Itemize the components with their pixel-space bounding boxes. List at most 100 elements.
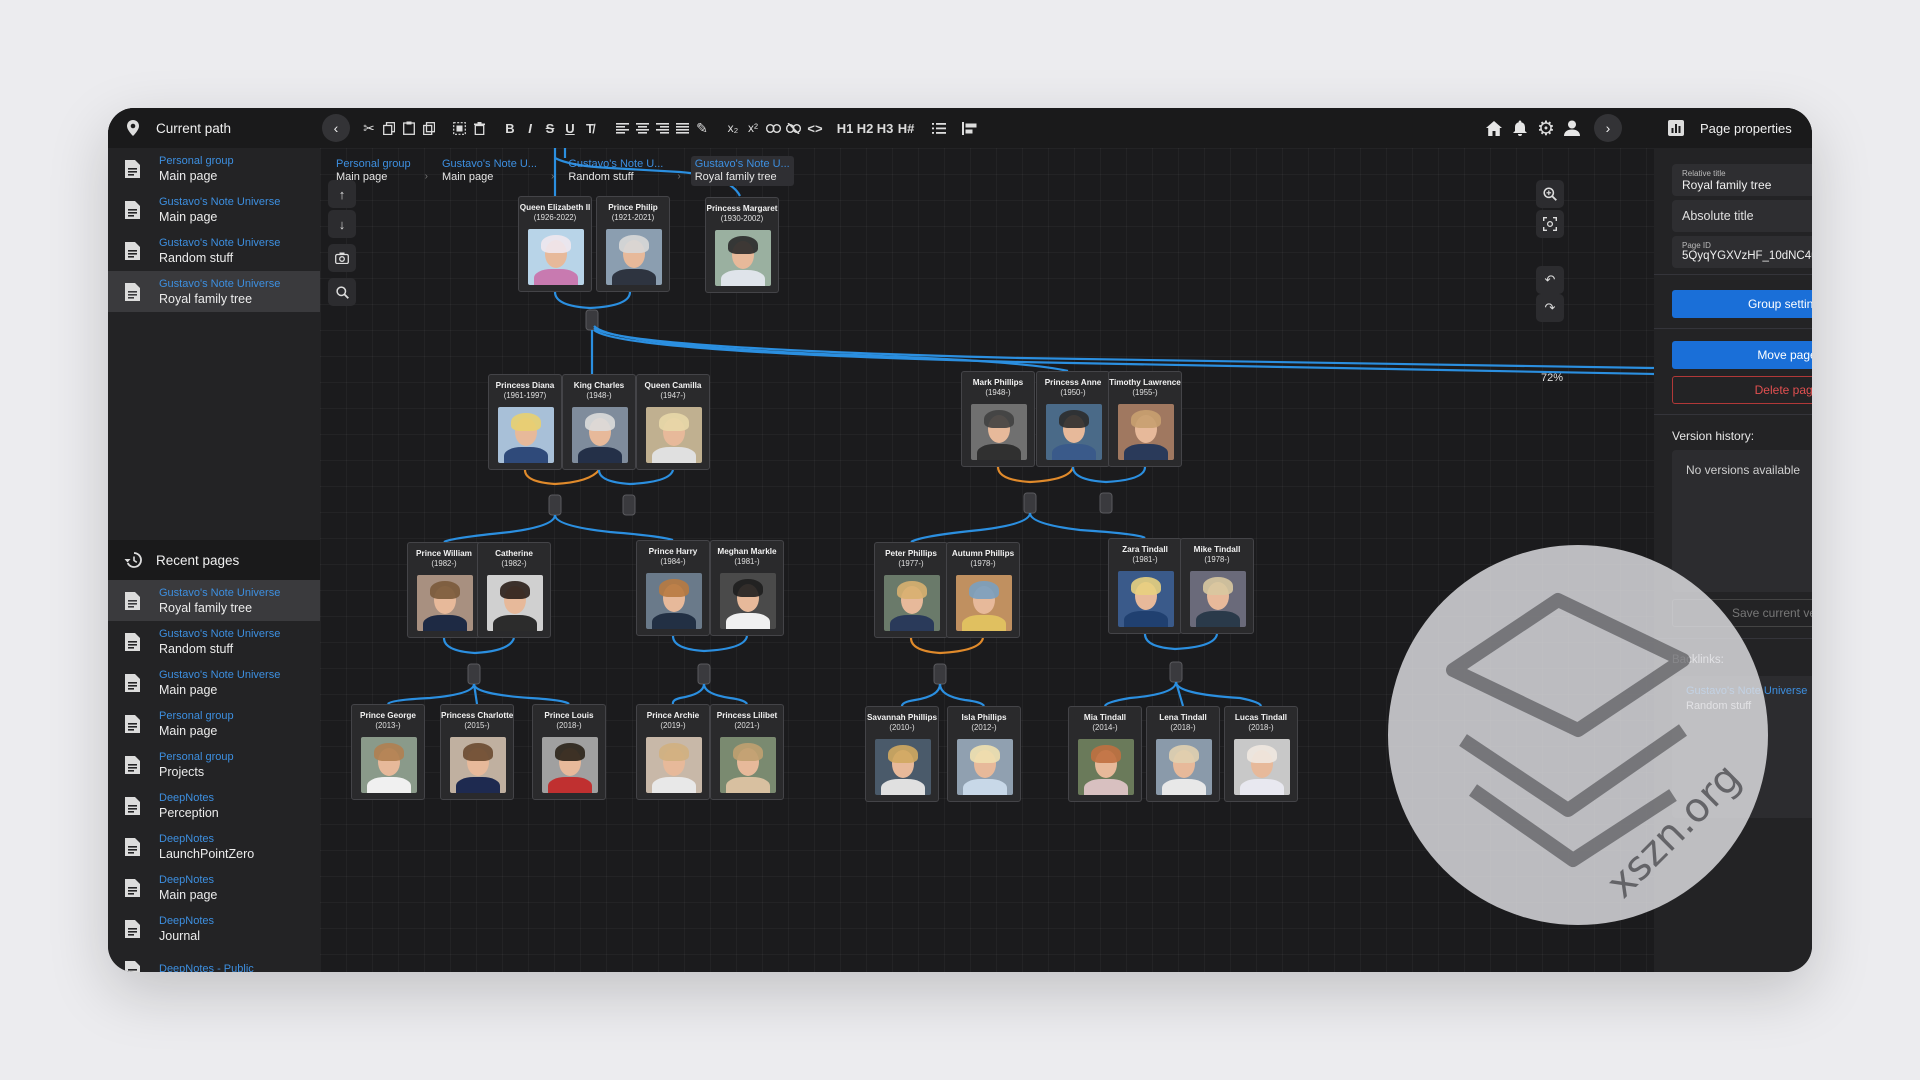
zoom-in-button[interactable] — [1536, 180, 1564, 208]
couple-node[interactable] — [548, 494, 562, 516]
page-id-field[interactable]: Page ID 5QyqYGXVzHF_10dNC4uux — [1672, 236, 1812, 268]
breadcrumb-item-current[interactable]: Gustavo's Note U...Royal family tree — [690, 156, 794, 186]
couple-node[interactable] — [1099, 492, 1113, 514]
couple-node[interactable] — [622, 494, 636, 516]
heading1-button[interactable]: H1 — [836, 116, 854, 140]
person-card[interactable]: Lena Tindall(2018-) — [1146, 706, 1220, 802]
person-card[interactable]: Queen Elizabeth II(1926-2022) — [518, 196, 592, 292]
superscript-button[interactable]: x² — [744, 116, 762, 140]
person-card[interactable]: Prince Archie(2019-) — [636, 704, 710, 800]
couple-node[interactable] — [1023, 492, 1037, 514]
account-button[interactable] — [1562, 116, 1582, 140]
heading-custom-button[interactable]: H# — [896, 116, 916, 140]
select-all-button[interactable] — [450, 116, 468, 140]
heading2-button[interactable]: H2 — [856, 116, 874, 140]
couple-node[interactable] — [467, 663, 481, 685]
collapse-right-button[interactable]: › — [1594, 114, 1622, 142]
person-card[interactable]: Princess Margaret(1930-2002) — [705, 197, 779, 293]
person-card[interactable]: Prince William(1982-) — [407, 542, 481, 638]
move-page-button[interactable]: Move page — [1672, 341, 1812, 369]
home-button[interactable] — [1484, 116, 1504, 140]
relative-title-field[interactable]: Relative title Royal family tree — [1672, 164, 1812, 196]
person-card[interactable]: King Charles(1948-) — [562, 374, 636, 470]
link-button[interactable] — [764, 116, 782, 140]
couple-node[interactable] — [933, 663, 947, 685]
person-card[interactable]: Lucas Tindall(2018-) — [1224, 706, 1298, 802]
save-version-button[interactable]: Save current version — [1672, 599, 1812, 627]
underline-button[interactable]: U — [562, 116, 578, 140]
duplicate-button[interactable] — [420, 116, 438, 140]
couple-node[interactable] — [697, 663, 711, 685]
breadcrumb-item[interactable]: Gustavo's Note U...Main page — [438, 156, 541, 186]
redo-button[interactable]: ↷ — [1536, 294, 1564, 322]
collapse-left-button[interactable]: ‹ — [322, 114, 350, 142]
person-card[interactable]: Zara Tindall(1981-) — [1108, 538, 1182, 634]
delete-button[interactable] — [470, 116, 488, 140]
person-card[interactable]: Savannah Phillips(2010-) — [865, 706, 939, 802]
person-card[interactable]: Meghan Markle(1981-) — [710, 540, 784, 636]
italic-button[interactable]: I — [522, 116, 538, 140]
bullet-list-button[interactable] — [930, 116, 948, 140]
align-left-button[interactable] — [614, 116, 630, 140]
person-card[interactable]: Mike Tindall(1978-) — [1180, 538, 1254, 634]
undo-button[interactable]: ↶ — [1536, 266, 1564, 294]
align-center-button[interactable] — [634, 116, 650, 140]
subscript-button[interactable]: x₂ — [724, 116, 742, 140]
fit-screen-button[interactable] — [1536, 210, 1564, 238]
align-right-button[interactable] — [654, 116, 670, 140]
heading3-button[interactable]: H3 — [876, 116, 894, 140]
settings-button[interactable]: ⚙ — [1536, 116, 1556, 140]
person-card[interactable]: Peter Phillips(1977-) — [874, 542, 948, 638]
move-up-button[interactable]: ↑ — [328, 180, 356, 208]
group-settings-button[interactable]: Group settings — [1672, 290, 1812, 318]
notifications-button[interactable] — [1510, 116, 1530, 140]
person-card[interactable]: Prince Louis(2018-) — [532, 704, 606, 800]
person-card[interactable]: Catherine(1982-) — [477, 542, 551, 638]
person-card[interactable]: Mia Tindall(2014-) — [1068, 706, 1142, 802]
person-card[interactable]: Isla Phillips(2012-) — [947, 706, 1021, 802]
strikethrough-button[interactable]: S — [542, 116, 558, 140]
person-card[interactable]: Autumn Phillips(1978-) — [946, 542, 1020, 638]
person-card[interactable]: Mark Phillips(1948-) — [961, 371, 1035, 467]
highlight-button[interactable]: ✎ — [694, 116, 710, 140]
screenshot-button[interactable] — [328, 244, 356, 272]
couple-node[interactable] — [1169, 661, 1183, 683]
person-card[interactable]: Timothy Lawrence(1955-) — [1108, 371, 1182, 467]
move-down-button[interactable]: ↓ — [328, 210, 356, 238]
code-button[interactable]: <> — [806, 116, 824, 140]
person-card[interactable]: Prince Philip(1921-2021) — [596, 196, 670, 292]
person-card[interactable]: Prince Harry(1984-) — [636, 540, 710, 636]
copy-button[interactable] — [380, 116, 398, 140]
align-objects-button[interactable] — [960, 116, 978, 140]
person-card[interactable]: Prince George(2013-) — [351, 704, 425, 800]
absolute-title-field[interactable]: Absolute title — [1672, 200, 1812, 232]
delete-page-button[interactable]: Delete page — [1672, 376, 1812, 404]
person-card[interactable]: Princess Lilibet(2021-) — [710, 704, 784, 800]
backlink-item[interactable]: Gustavo's Note Universe Random stuff — [1686, 684, 1807, 714]
person-card[interactable]: Princess Diana(1961-1997) — [488, 374, 562, 470]
align-justify-button[interactable] — [674, 116, 690, 140]
bold-button[interactable]: B — [502, 116, 518, 140]
recent-item[interactable]: DeepNotes - Public — [108, 949, 320, 972]
person-card[interactable]: Queen Camilla(1947-) — [636, 374, 710, 470]
clear-format-button[interactable]: T̸ — [582, 116, 598, 140]
paste-button[interactable] — [400, 116, 418, 140]
unlink-button[interactable] — [784, 116, 802, 140]
cut-button[interactable]: ✂ — [360, 116, 378, 140]
breadcrumb-item[interactable]: Gustavo's Note U...Random stuff — [564, 156, 667, 186]
find-button[interactable] — [328, 278, 356, 306]
person-card[interactable]: Princess Anne(1950-) — [1036, 371, 1110, 467]
